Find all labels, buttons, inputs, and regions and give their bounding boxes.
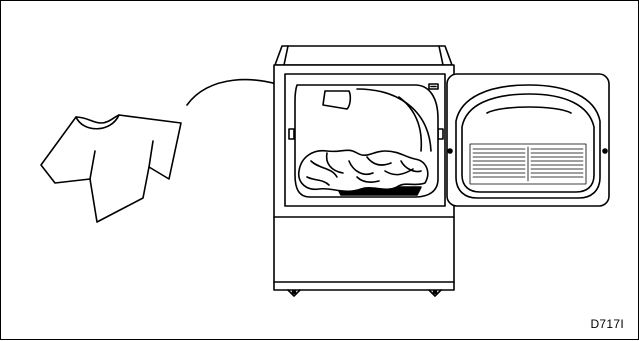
shirt-icon (40, 114, 182, 223)
figure-code: D717I (590, 317, 624, 331)
open-door (446, 73, 610, 207)
lint-filter-grille (469, 143, 587, 185)
clothes-in-drum (297, 149, 429, 193)
